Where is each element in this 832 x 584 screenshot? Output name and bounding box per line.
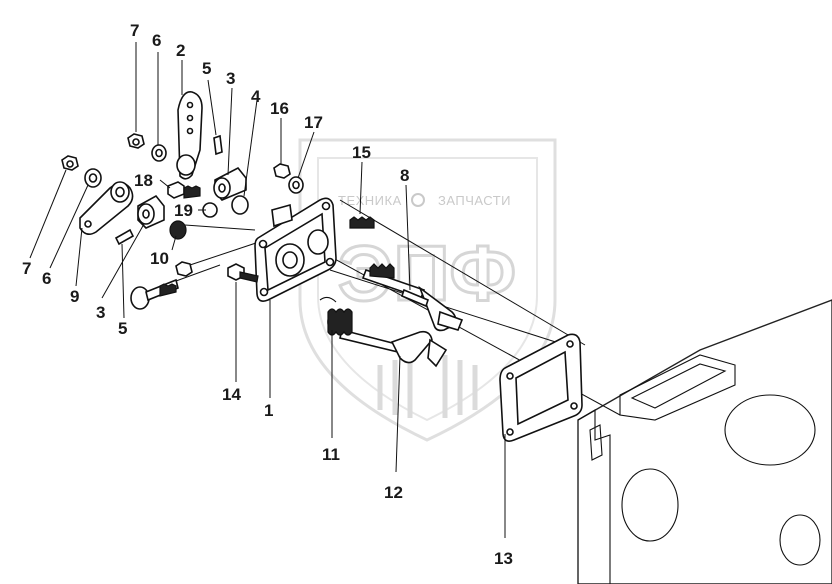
- label-2: 2: [176, 41, 185, 60]
- upper-small-parts: [127, 133, 304, 218]
- watermark-company-left: ТЕХНИКА: [338, 193, 402, 208]
- gear-icon: [411, 193, 425, 207]
- label-3-upper: 3: [226, 69, 235, 88]
- label-10: 10: [150, 249, 169, 268]
- label-15: 15: [352, 143, 371, 162]
- label-7-lower: 7: [22, 259, 31, 278]
- label-7-upper: 7: [130, 21, 139, 40]
- shaft-part-12: [361, 263, 464, 332]
- label-8: 8: [400, 166, 409, 185]
- lever-part-2: [176, 91, 203, 180]
- stud-part-8: [401, 288, 429, 308]
- label-14: 14: [222, 385, 241, 404]
- label-9: 9: [70, 287, 79, 306]
- label-6-lower: 6: [42, 269, 51, 288]
- shaft-part-11: [319, 296, 448, 368]
- stud-part-15: [349, 216, 375, 229]
- label-4: 4: [251, 87, 261, 106]
- label-17: 17: [304, 113, 323, 132]
- label-5-upper: 5: [202, 59, 211, 78]
- label-5-lower: 5: [118, 319, 127, 338]
- label-19: 19: [174, 201, 193, 220]
- cover-plate-part-1: [254, 197, 337, 302]
- label-16: 16: [270, 99, 289, 118]
- label-13: 13: [494, 549, 513, 568]
- watermark-company-right: ЗАПЧАСТИ: [438, 193, 511, 208]
- leader-lines: [29, 42, 506, 538]
- label-6-upper: 6: [152, 31, 161, 50]
- label-11: 11: [322, 445, 340, 464]
- label-3-lower: 3: [96, 303, 105, 322]
- wheat-icon: [377, 355, 478, 418]
- label-18: 18: [134, 171, 153, 190]
- label-1: 1: [264, 401, 273, 420]
- gasket-part-13: [499, 333, 583, 442]
- label-12: 12: [384, 483, 403, 502]
- part-number-labels: 7 6 2 5 3 4 16 17 15 8 18 19 10 7 6 9 3 …: [22, 21, 513, 568]
- engine-block: [577, 299, 832, 584]
- lower-left-parts: [61, 155, 259, 310]
